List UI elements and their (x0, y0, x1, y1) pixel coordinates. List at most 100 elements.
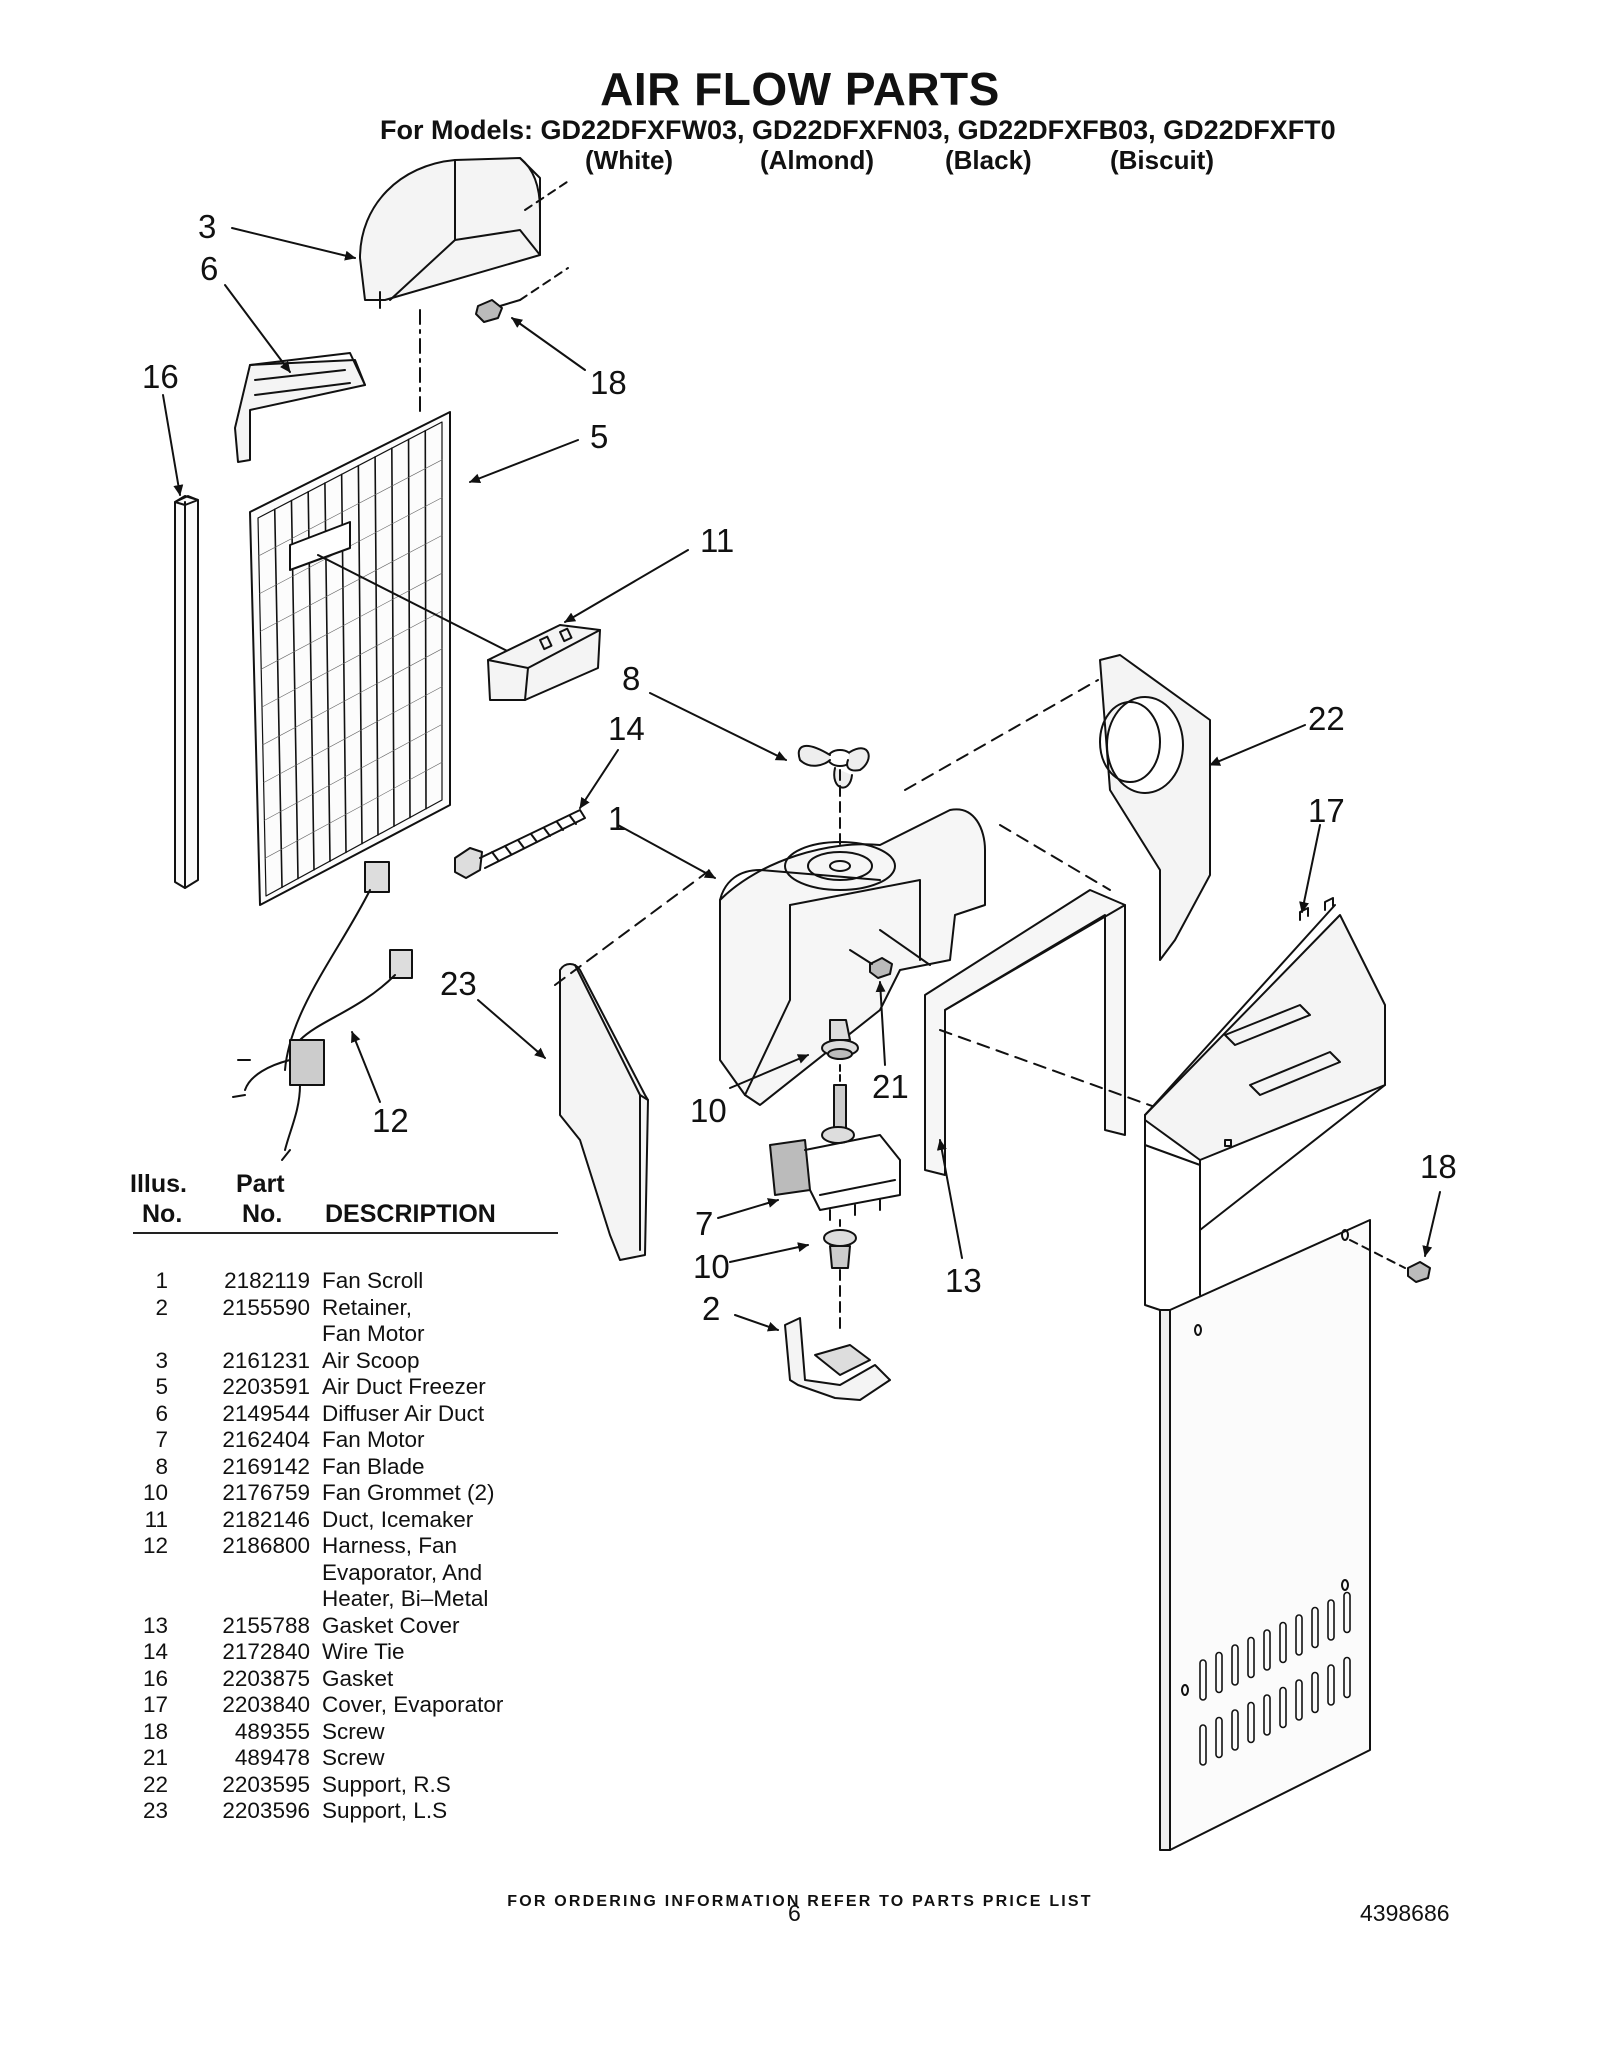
callout-7: 7 (695, 1205, 714, 1242)
callout-10-lower: 10 (693, 1248, 730, 1285)
callout-18-bottom: 18 (1420, 1148, 1457, 1185)
illus-number: 14 (142, 1639, 168, 1664)
part-number: 2182146 (222, 1506, 310, 1532)
part-number: 2203591 (222, 1374, 310, 1399)
part-description: Support, R.S (322, 1771, 451, 1797)
part-number: 2149544 (222, 1400, 310, 1426)
illus-number: 16 (142, 1665, 168, 1691)
table-row: 6 2149544 Diffuser Air Duct (0, 1401, 600, 1428)
screw-bottom-part (1349, 1239, 1431, 1283)
part-number: 2186800 (222, 1533, 310, 1558)
callout-6: 6 (200, 250, 219, 287)
air-duct-freezer-part (249, 411, 526, 906)
callout-12: 12 (372, 1102, 409, 1139)
callout-14: 14 (608, 710, 645, 747)
duct-icemaker-part (487, 624, 601, 701)
callout-21: 21 (872, 1068, 909, 1105)
part-description: Diffuser Air Duct (322, 1400, 485, 1426)
part-description: Retainer, Fan Motor (322, 1294, 425, 1347)
part-description: Harness, Fan Evaporator, And Heater, Bi–… (322, 1533, 489, 1611)
part-description: Air Duct Freezer (322, 1374, 486, 1399)
illus-number: 17 (142, 1692, 168, 1717)
callout-17: 17 (1308, 792, 1345, 829)
callout-8: 8 (622, 660, 641, 697)
callout-22: 22 (1308, 700, 1345, 737)
table-row: 5 2203591 Air Duct Freezer (0, 1374, 600, 1401)
callout-23: 23 (440, 965, 477, 1002)
table-header-rule (133, 1232, 558, 1234)
part-description: Cover, Evaporator (322, 1692, 504, 1717)
table-row: 7 2162404 Fan Motor (0, 1427, 600, 1454)
illus-number: 10 (142, 1480, 168, 1505)
callout-1: 1 (608, 800, 627, 837)
table-row: 8 2169142 Fan Blade (0, 1454, 600, 1481)
callout-10-upper: 10 (690, 1092, 727, 1129)
color-biscuit: (Biscuit) (1110, 145, 1214, 175)
part-description: Screw (322, 1745, 385, 1770)
part-number: 2182119 (224, 1268, 310, 1293)
part-description: Fan Blade (322, 1453, 425, 1479)
part-number: 2162404 (222, 1427, 310, 1452)
color-black: (Black) (945, 145, 1032, 175)
table-row: 11 2182146 Duct, Icemaker (0, 1507, 600, 1534)
part-description: Fan Motor (322, 1427, 425, 1452)
illus-number: 11 (144, 1506, 168, 1532)
air-scoop-part (359, 157, 571, 309)
table-row: 3 2161231 Air Scoop (0, 1348, 600, 1375)
page-number: 6 (788, 1900, 801, 1926)
callout-3: 3 (198, 208, 217, 245)
cover-evaporator-part (1144, 897, 1386, 1231)
harness-part (232, 861, 413, 1161)
part-number: 2155590 (222, 1294, 310, 1320)
models-line: For Models: GD22DFXFW03, GD22DFXFN03, GD… (380, 115, 1336, 145)
header-illus-no: No. (142, 1200, 183, 1228)
color-white: (White) (585, 145, 674, 175)
fan-motor-assembly (769, 1019, 901, 1401)
illus-number: 7 (155, 1427, 168, 1452)
part-number: 2176759 (222, 1480, 310, 1505)
part-description: Air Scoop (322, 1347, 420, 1373)
wire-tie-part (454, 809, 586, 879)
part-number: 2155788 (222, 1612, 310, 1638)
callout-2: 2 (702, 1290, 721, 1327)
callout-18-top: 18 (590, 364, 627, 401)
illus-number: 8 (155, 1453, 168, 1479)
illus-number: 3 (155, 1347, 168, 1373)
header-illus: Illus. (130, 1170, 187, 1198)
part-description: Wire Tie (322, 1639, 405, 1664)
part-description: Screw (322, 1718, 385, 1744)
document-number: 4398686 (1360, 1900, 1450, 1926)
part-number: 2169142 (222, 1453, 310, 1479)
part-number: 2203840 (222, 1692, 310, 1717)
gasket-part (174, 495, 199, 889)
illus-number: 1 (155, 1268, 168, 1293)
screw-21-part (849, 949, 893, 979)
callout-11: 11 (700, 522, 735, 559)
screw-top-part (475, 267, 569, 323)
part-number: 2203596 (222, 1798, 310, 1823)
illus-number: 23 (142, 1798, 168, 1823)
illus-number: 5 (155, 1374, 168, 1399)
header-description: DESCRIPTION (325, 1200, 496, 1228)
part-description: Fan Grommet (2) (322, 1480, 495, 1505)
part-number: 2161231 (222, 1347, 310, 1373)
illus-number: 6 (155, 1400, 168, 1426)
support-rs-part (1099, 654, 1211, 961)
part-description: Duct, Icemaker (322, 1506, 474, 1532)
part-number: 489355 (234, 1718, 310, 1744)
part-number: 489478 (234, 1745, 310, 1770)
part-number: 2172840 (222, 1639, 310, 1664)
fan-blade-part (797, 745, 870, 846)
callout-5: 5 (590, 418, 609, 455)
part-description: Gasket (322, 1665, 394, 1691)
diffuser-duct-part (234, 352, 366, 463)
header-part-no: No. (242, 1200, 283, 1228)
